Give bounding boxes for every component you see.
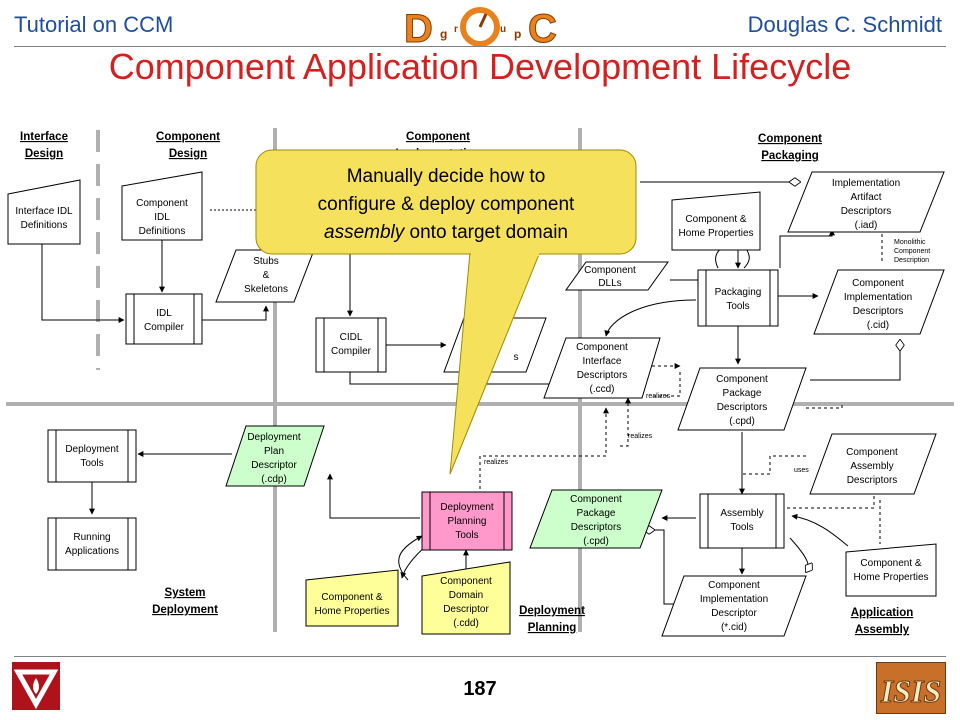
callout-line-2: configure & deploy component [318,194,575,215]
header-divider [14,46,946,47]
edge-label-realizes-1: realizes [646,393,671,400]
doc-group-logo: D C g r u p [404,7,558,49]
svg-text:r: r [454,24,458,35]
svg-text:Stubs&Skeletons: Stubs&Skeletons [244,256,288,295]
header-course-title: Tutorial on CCM [14,12,174,37]
page-title: Component Application Development Lifecy… [108,46,852,87]
footer-divider [14,656,946,657]
svg-text:Component &Home Properties: Component &Home Properties [678,214,753,239]
page-number: 187 [463,678,497,700]
vanderbilt-logo [12,662,60,710]
node-component-home-properties-top: Component &Home Properties [671,191,761,251]
svg-text:C: C [528,7,557,48]
edge-label-uses: uses [794,467,809,474]
callout-emphasis: assembly [324,222,406,243]
edge-label-realizes-2: realizes [628,433,653,440]
diagram-edges [41,182,900,605]
svg-text:u: u [500,24,506,35]
node-stubs-skeletons: Stubs&Skeletons [215,249,315,303]
callout-line-3: assembly onto target domain [324,222,568,243]
callout-line-1: Manually decide how to [347,166,546,187]
isis-logo: ISIS [876,662,946,714]
edge-label-realizes-3: realizes [484,459,509,466]
callout-line-3-rest: onto target domain [404,222,568,243]
svg-text:s: s [514,352,519,363]
header-author: Douglas C. Schmidt [747,12,942,37]
svg-text:Component &Home Properties: Component &Home Properties [853,558,928,583]
node-component-home-properties-bottom-left: Component &Home Properties [305,569,399,627]
svg-text:Component &Home Properties: Component &Home Properties [314,592,389,617]
svg-text:ISIS: ISIS [880,673,942,709]
svg-text:g: g [440,27,447,41]
node-component-home-properties-bottom-right: Component &Home Properties [845,543,937,597]
callout-balloon: Manually decide how to configure & deplo… [255,149,637,475]
svg-text:D: D [404,7,433,48]
svg-text:p: p [514,27,521,41]
